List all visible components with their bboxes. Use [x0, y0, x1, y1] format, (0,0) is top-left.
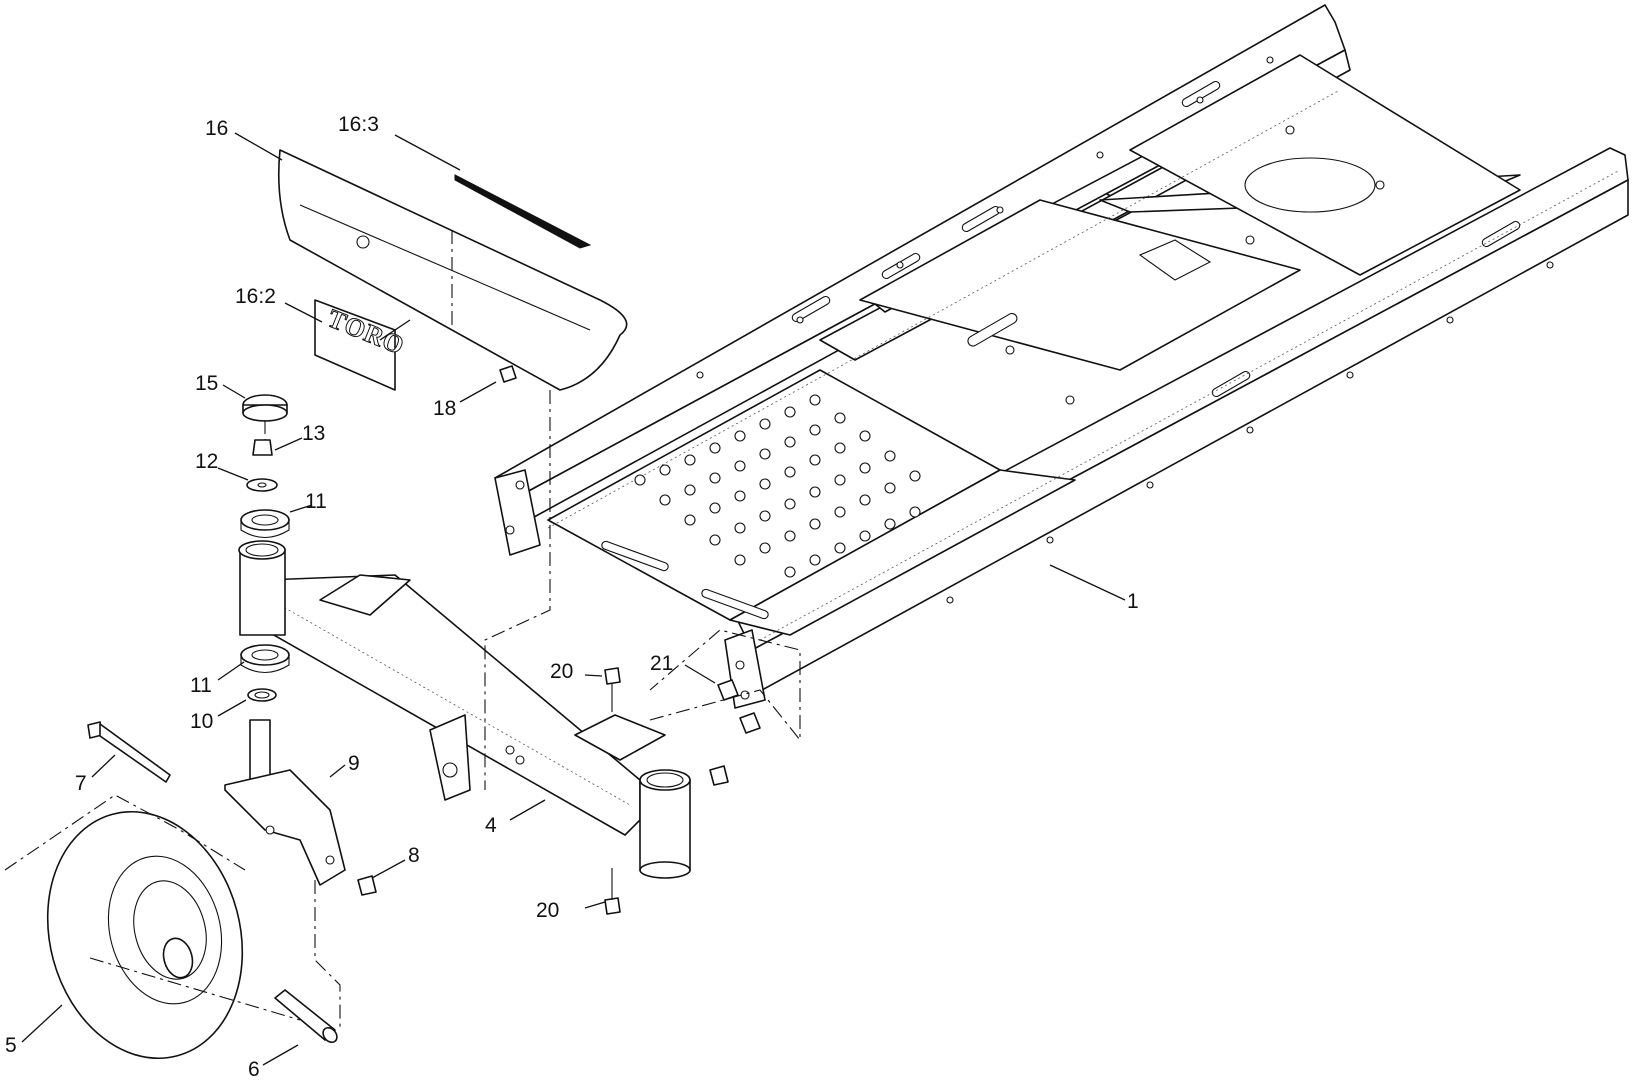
callout-labels: 1 4 5 6 7 8 9 10 11 11 12 13 15 16 16:2 …: [5, 113, 1139, 1081]
callout-20-lower: 20: [536, 899, 559, 922]
bearing-upper: [240, 509, 290, 539]
callout-11-lower: 11: [190, 674, 212, 697]
callout-8: 8: [408, 844, 420, 867]
callout-12: 12: [195, 450, 218, 473]
bearing-lower: [240, 644, 290, 674]
axle-sleeve: [274, 989, 338, 1044]
axle-nut: [357, 875, 377, 896]
callout-5: 5: [5, 1034, 17, 1057]
nut-21: [717, 679, 739, 701]
caster-wheel: [46, 810, 244, 1060]
bolt-20-lower: [604, 897, 621, 915]
callout-20-upper: 20: [550, 660, 573, 683]
caster-fork: [224, 719, 346, 886]
callout-4: 4: [485, 814, 497, 837]
screw-18: [499, 365, 517, 383]
assembly-centerlines: [4, 230, 801, 1030]
bolt-20-upper: [604, 667, 621, 685]
callout-18: 18: [433, 397, 456, 420]
callout-10: 10: [190, 710, 213, 733]
callout-16: 16: [205, 117, 228, 140]
callout-16-3: 16:3: [338, 113, 379, 136]
main-frame: [494, 4, 1629, 709]
callout-7: 7: [75, 772, 87, 795]
nut: [252, 439, 273, 456]
callout-21: 21: [650, 652, 673, 675]
dust-cap: [242, 394, 288, 422]
washer: [246, 478, 278, 492]
axle-bolt: [87, 721, 171, 783]
callout-6: 6: [248, 1058, 260, 1081]
spacer: [247, 688, 277, 702]
callout-15: 15: [195, 372, 218, 395]
control-cover: [277, 149, 628, 391]
callout-1: 1: [1127, 590, 1139, 613]
callout-16-2: 16:2: [235, 285, 276, 308]
fasteners: [499, 365, 761, 915]
leader-lines: [21, 132, 1126, 1066]
front-axle: [238, 540, 691, 879]
callout-11-upper: 11: [305, 490, 327, 513]
decal-stripe: [454, 174, 592, 249]
toro-decal: TORO: [314, 299, 409, 391]
callout-9: 9: [348, 752, 360, 775]
floor-plate-holes: [634, 394, 921, 578]
callout-13: 13: [302, 422, 325, 445]
